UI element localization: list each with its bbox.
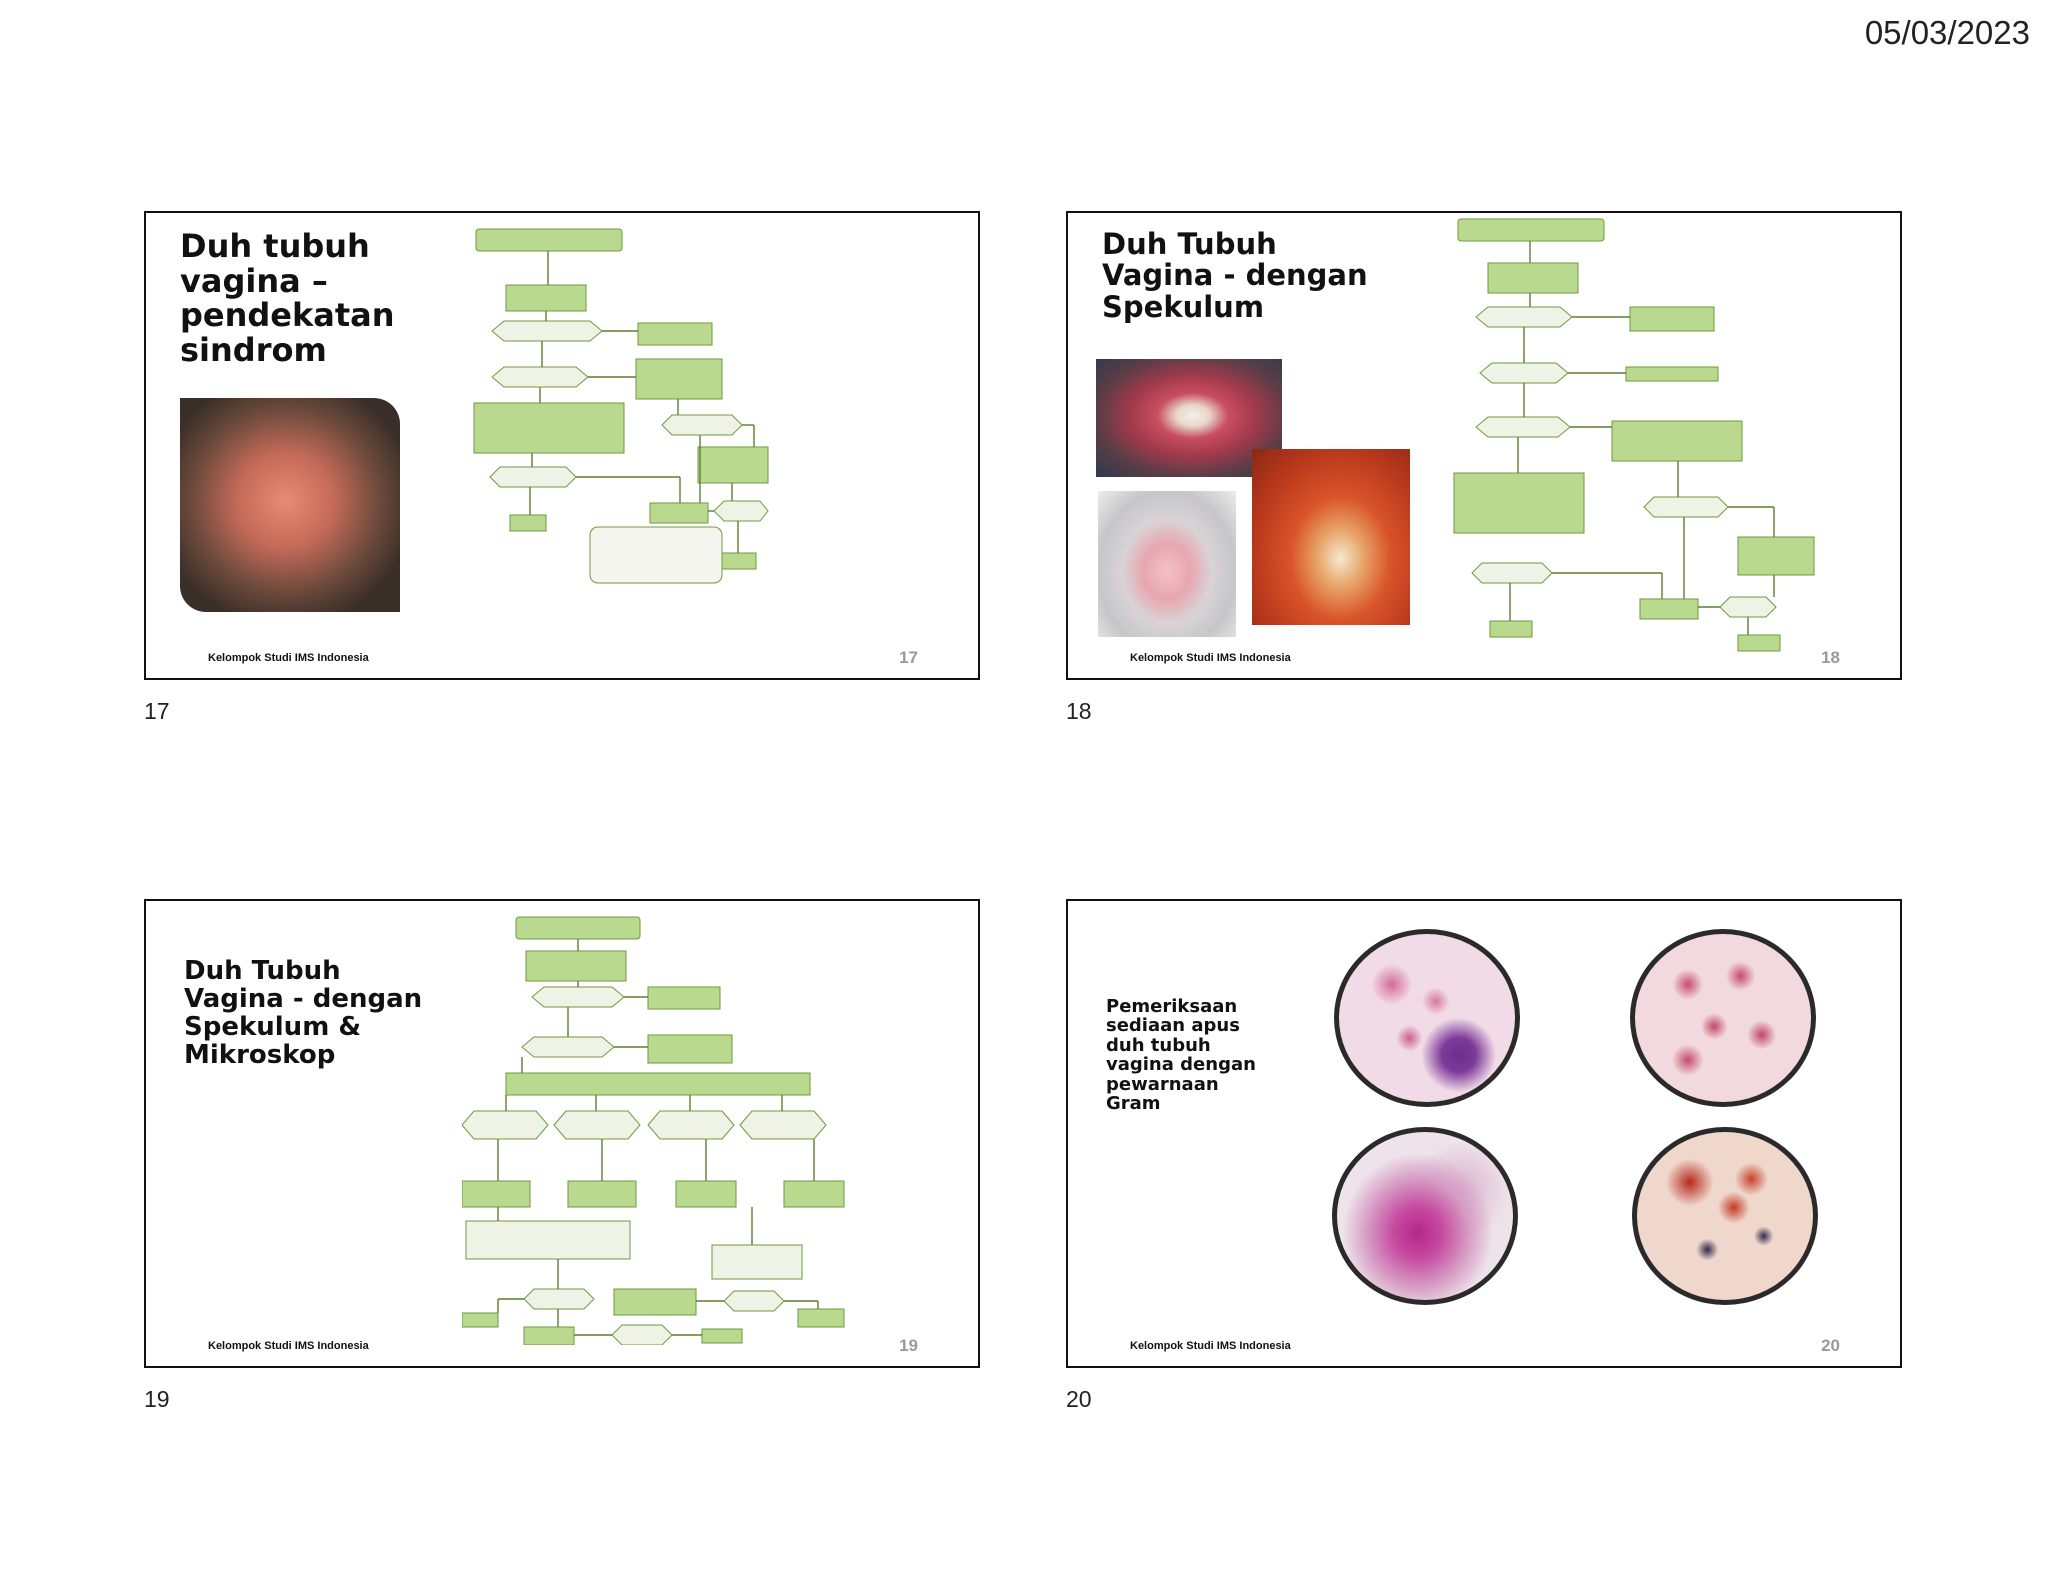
flowchart <box>470 227 770 657</box>
flowchart <box>462 915 862 1345</box>
slide-20: Pemeriksaan sediaan apus duh tubuh vagin… <box>1066 899 1902 1368</box>
slide-19: Duh Tubuh Vagina - dengan Spekulum & Mik… <box>144 899 980 1368</box>
slide-title: Pemeriksaan sediaan apus duh tubuh vagin… <box>1106 996 1256 1115</box>
micrograph-gram-1 <box>1334 929 1520 1107</box>
micrograph-gram-3 <box>1332 1127 1518 1305</box>
slide-number: 19 <box>899 1336 918 1355</box>
flowchart <box>1448 217 1828 657</box>
slide-caption: 18 <box>1066 698 1092 724</box>
print-date: 05/03/2023 <box>1864 14 2030 51</box>
slide-title: Duh Tubuh Vagina - dengan Spekulum <box>1102 227 1368 324</box>
slide-number: 20 <box>1821 1336 1840 1355</box>
footer-org: Kelompok Studi IMS Indonesia <box>208 1340 369 1352</box>
footer-org: Kelompok Studi IMS Indonesia <box>208 652 369 664</box>
footer-org: Kelompok Studi IMS Indonesia <box>1130 652 1291 664</box>
slide-caption: 17 <box>144 698 170 724</box>
slide-number: 18 <box>1821 648 1840 667</box>
slide-caption: 19 <box>144 1386 170 1412</box>
slide-caption: 20 <box>1066 1386 1092 1412</box>
speculum-photo-cervix <box>1096 359 1282 477</box>
clinical-photo <box>180 398 400 612</box>
micrograph-gram-2 <box>1630 929 1816 1107</box>
micrograph-gram-4 <box>1632 1127 1818 1305</box>
slide-17: Duh tubuh vagina – pendekatan sindrom <box>144 211 980 680</box>
speculum-photo-discharge <box>1252 449 1410 625</box>
slide-18: Duh Tubuh Vagina - dengan Spekulum <box>1066 211 1902 680</box>
speculum-photo-inner <box>1098 491 1236 637</box>
slide-number: 17 <box>899 648 918 667</box>
slide-title: Duh Tubuh Vagina - dengan Spekulum & Mik… <box>184 956 423 1071</box>
footer-org: Kelompok Studi IMS Indonesia <box>1130 1340 1291 1352</box>
slide-title: Duh tubuh vagina – pendekatan sindrom <box>180 227 395 369</box>
